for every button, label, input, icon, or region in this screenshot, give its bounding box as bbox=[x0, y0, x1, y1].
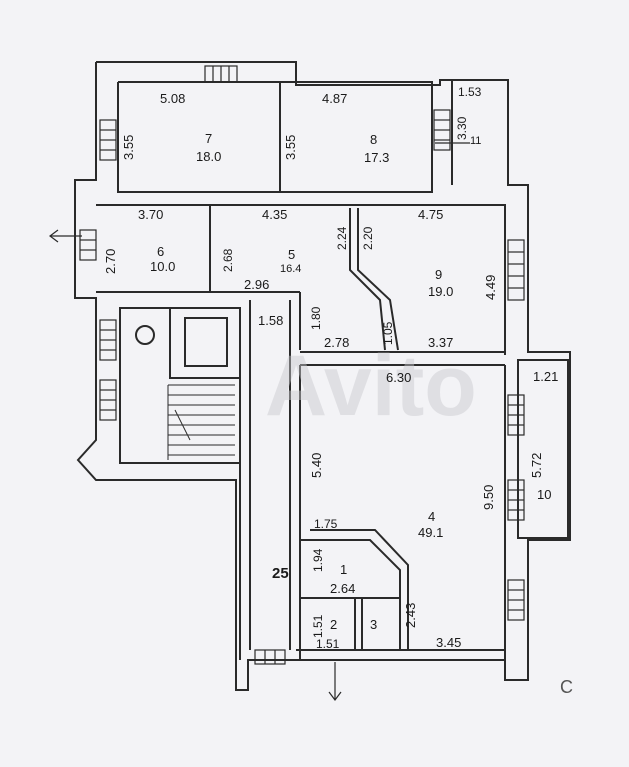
dim-label: 3.70 bbox=[138, 207, 164, 222]
dim-label: 1.05 bbox=[381, 321, 395, 345]
room-8-area: 17.3 bbox=[364, 150, 390, 165]
room-10-number: 10 bbox=[537, 487, 552, 502]
dim-label: 4.35 bbox=[262, 207, 288, 222]
dim-label: 5.40 bbox=[309, 452, 324, 478]
dim-label: 3.55 bbox=[121, 134, 136, 160]
dim-label: 2.64 bbox=[330, 581, 356, 596]
dim-label: 2.78 bbox=[324, 335, 350, 350]
dim-label: 1.53 bbox=[458, 85, 482, 99]
dim-label: 3.45 bbox=[436, 635, 462, 650]
room-4-area: 49.1 bbox=[418, 525, 444, 540]
room-1-number: 1 bbox=[340, 562, 348, 577]
room-5-number: 5 bbox=[288, 247, 296, 262]
dim-label: 2.43 bbox=[403, 602, 418, 628]
room-6-area: 10.0 bbox=[150, 259, 176, 274]
dim-label: 5.08 bbox=[160, 91, 186, 106]
watermark: Avito bbox=[265, 338, 477, 434]
room-7-number: 7 bbox=[205, 131, 213, 146]
dim-label: 1.51 bbox=[316, 637, 340, 651]
dim-label: 4.75 bbox=[418, 207, 444, 222]
dim-label: 1.75 bbox=[314, 517, 338, 531]
room-4-number: 4 bbox=[428, 509, 436, 524]
room-9-area: 19.0 bbox=[428, 284, 454, 299]
dim-label: 9.50 bbox=[481, 484, 496, 510]
room-6-number: 6 bbox=[157, 244, 165, 259]
stair-label: 25 bbox=[272, 565, 289, 582]
room-7-area: 18.0 bbox=[196, 149, 222, 164]
dim-label: 3.30 bbox=[455, 116, 469, 140]
room-3-number: 3 bbox=[370, 617, 378, 632]
dim-label: 3.55 bbox=[283, 134, 298, 160]
dim-label: 2.70 bbox=[103, 248, 118, 274]
dim-label: 1.80 bbox=[309, 306, 323, 330]
dim-label: 6.30 bbox=[386, 370, 412, 385]
dim-label: 1.21 bbox=[533, 369, 559, 384]
dim-label: 2.68 bbox=[221, 248, 235, 272]
dim-label: 2.24 bbox=[335, 226, 349, 250]
dim-label: 1.51 bbox=[311, 614, 325, 638]
c-mark: C bbox=[560, 677, 573, 697]
room-2-number: 2 bbox=[330, 617, 338, 632]
room-9-number: 9 bbox=[435, 267, 443, 282]
dim-label: 1.94 bbox=[311, 548, 325, 572]
dim-label: 2.96 bbox=[244, 277, 270, 292]
dim-label: 5.72 bbox=[529, 452, 544, 478]
dim-label: 2.20 bbox=[361, 226, 375, 250]
dim-label: 1.58 bbox=[258, 313, 284, 328]
outer-wall bbox=[74, 61, 571, 691]
dim-label: 4.49 bbox=[483, 274, 498, 300]
dim-label: 3.37 bbox=[428, 335, 454, 350]
room-5-area: 16.4 bbox=[280, 263, 302, 275]
room-8-number: 8 bbox=[370, 132, 378, 147]
room-11-number: 11 bbox=[470, 135, 482, 147]
dim-label: 4.87 bbox=[322, 91, 348, 106]
